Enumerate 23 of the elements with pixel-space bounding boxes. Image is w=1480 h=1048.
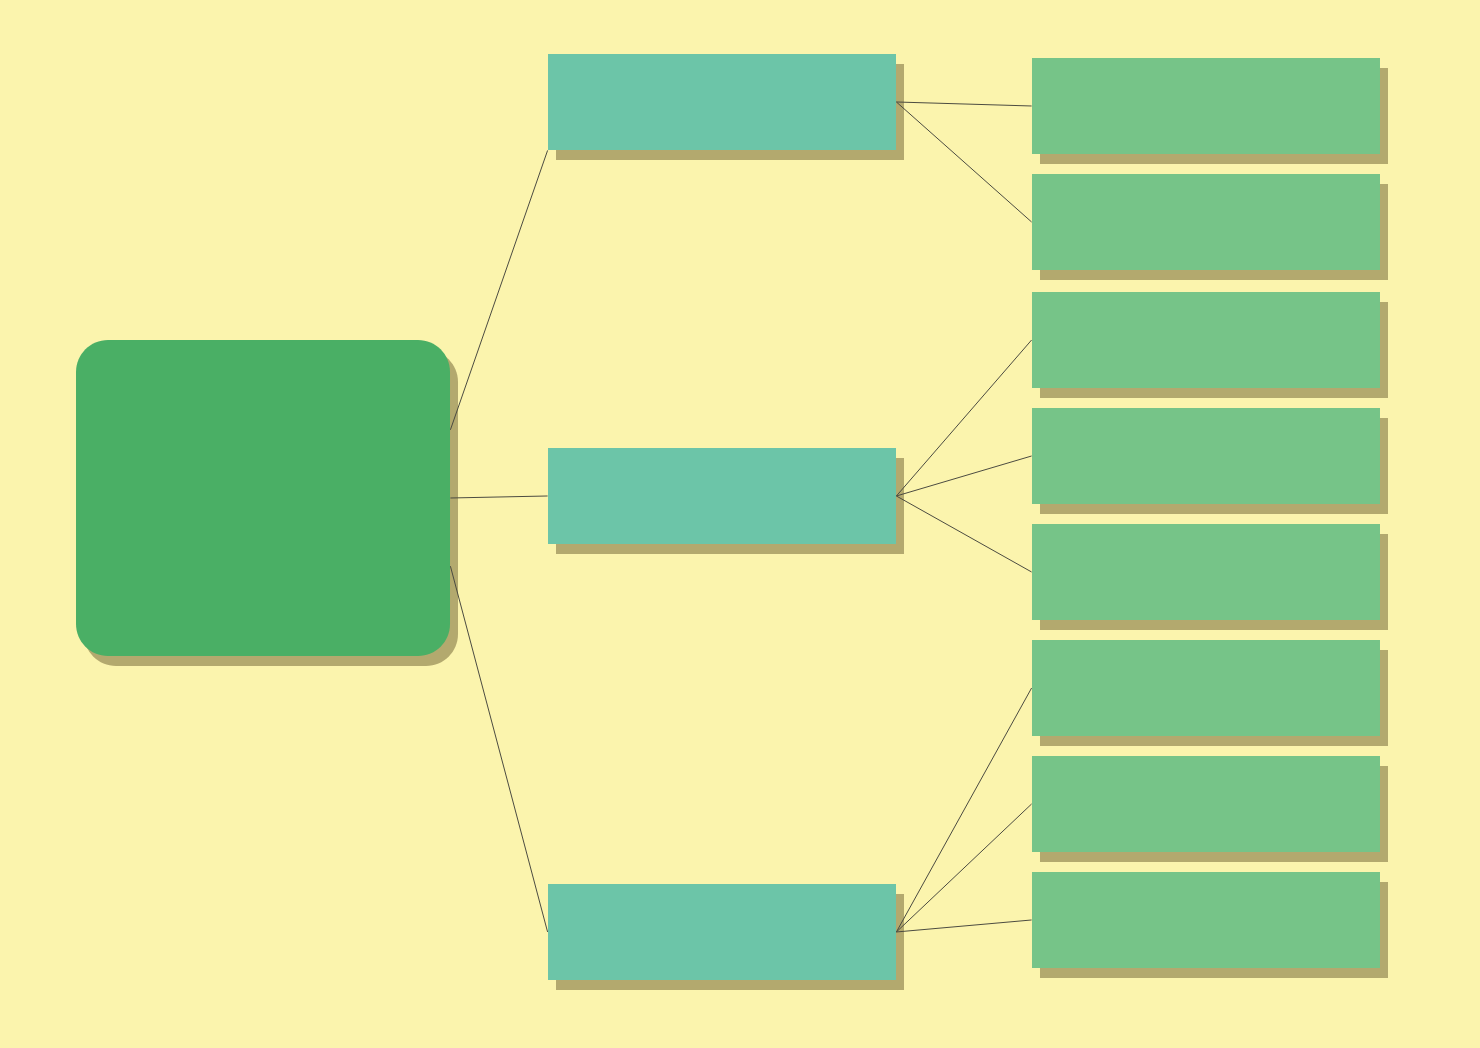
leaf-box: [1032, 872, 1388, 978]
branch-box: [548, 884, 904, 990]
connector-line: [895, 455, 1033, 497]
root-box: [76, 340, 458, 666]
branch-box: [548, 448, 904, 554]
connector-line: [895, 803, 1033, 933]
leaf-box: [1032, 174, 1388, 280]
connector-line: [895, 339, 1033, 497]
branch-box: [548, 54, 904, 160]
leaf-box: [1032, 408, 1388, 514]
connector-line: [449, 565, 549, 933]
connector-line: [895, 495, 1033, 573]
leaf-box: [1032, 292, 1388, 398]
leaf-box: [1032, 58, 1388, 164]
connector-line: [449, 495, 549, 499]
connector-line: [895, 101, 1033, 223]
leaf-box: [1032, 756, 1388, 862]
connector-line: [895, 101, 1033, 107]
connector-line: [895, 687, 1033, 933]
leaf-box: [1032, 524, 1388, 630]
connector-line: [449, 149, 549, 431]
connector-line: [895, 919, 1033, 933]
leaf-box: [1032, 640, 1388, 746]
